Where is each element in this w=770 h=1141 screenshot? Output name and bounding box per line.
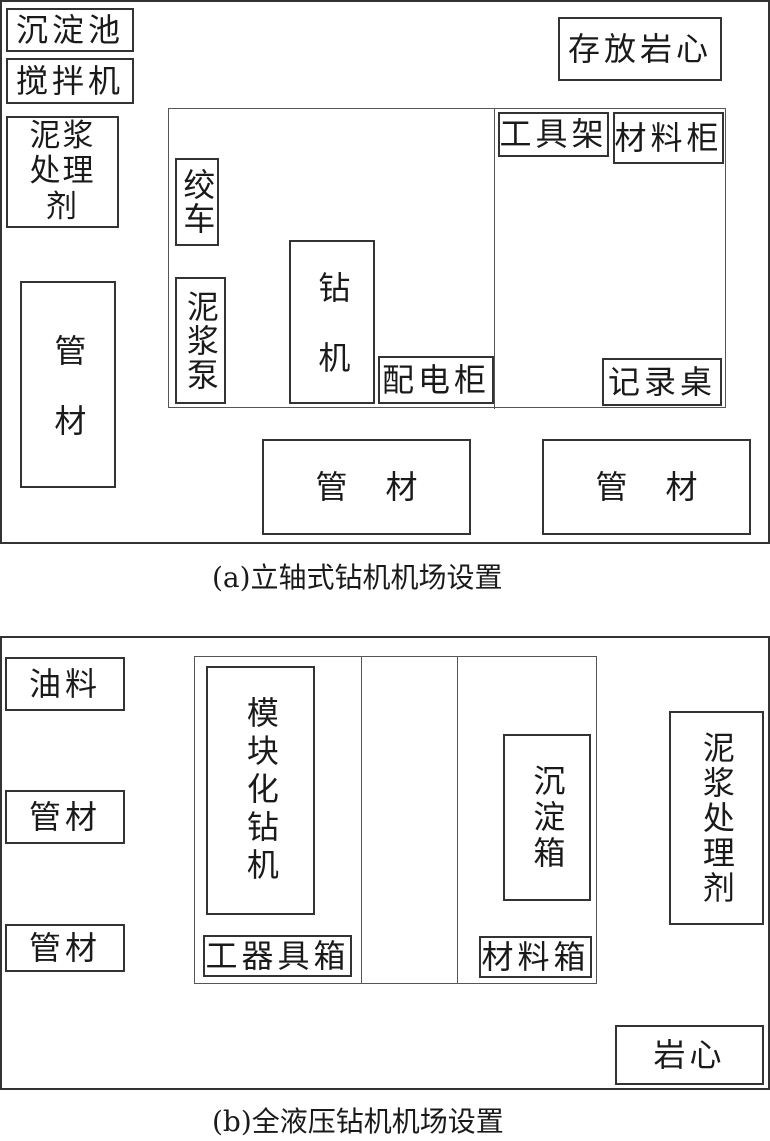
pipe-material-left: 管材	[20, 281, 116, 488]
distribution-cabinet: 配电柜	[378, 356, 494, 404]
mud-treatment-agent-label: 泥浆处理剂	[29, 117, 96, 225]
record-table: 记录桌	[602, 358, 722, 406]
mud-pump: 泥浆泵	[175, 277, 226, 404]
tool-rack: 工具架	[498, 112, 609, 157]
caption-b: (b)全液压钻机机场设置	[212, 1105, 504, 1138]
diagram-b-panel	[0, 636, 770, 1090]
mud-treatment-agent: 泥浆处理剂	[6, 116, 119, 228]
drill-rig: 钻机	[289, 240, 375, 411]
pipe-material-1: 管材	[5, 790, 125, 844]
mixer: 搅拌机	[6, 58, 134, 104]
drill-floor-frame	[168, 108, 726, 408]
sedimentation-tank: 沉淀池	[6, 8, 134, 52]
rig-frame	[194, 656, 597, 984]
oil-material: 油料	[5, 657, 125, 711]
pipe-material-bottom-right: 管材	[542, 439, 751, 535]
pipe-material-bottom-middle: 管材	[262, 439, 471, 535]
caption-a: (a)立轴式钻机机场设置	[212, 561, 503, 594]
modular-drill-rig: 模块化钻机	[206, 666, 315, 915]
pipe-material-2: 管材	[5, 924, 125, 972]
tool-box: 工器具箱	[203, 935, 352, 977]
material-box: 材料箱	[479, 936, 592, 978]
material-cabinet: 材料柜	[613, 112, 724, 164]
rock-core: 岩心	[615, 1025, 764, 1085]
rig-divider-right	[457, 656, 458, 984]
sedimentation-box: 沉淀箱	[503, 734, 591, 901]
winch: 绞车	[175, 158, 219, 246]
mud-treatment-agent-b: 泥浆处理剂	[669, 711, 764, 925]
drill-floor-divider	[494, 108, 495, 409]
rig-divider-left	[361, 656, 362, 984]
core-storage: 存放岩心	[558, 17, 722, 81]
